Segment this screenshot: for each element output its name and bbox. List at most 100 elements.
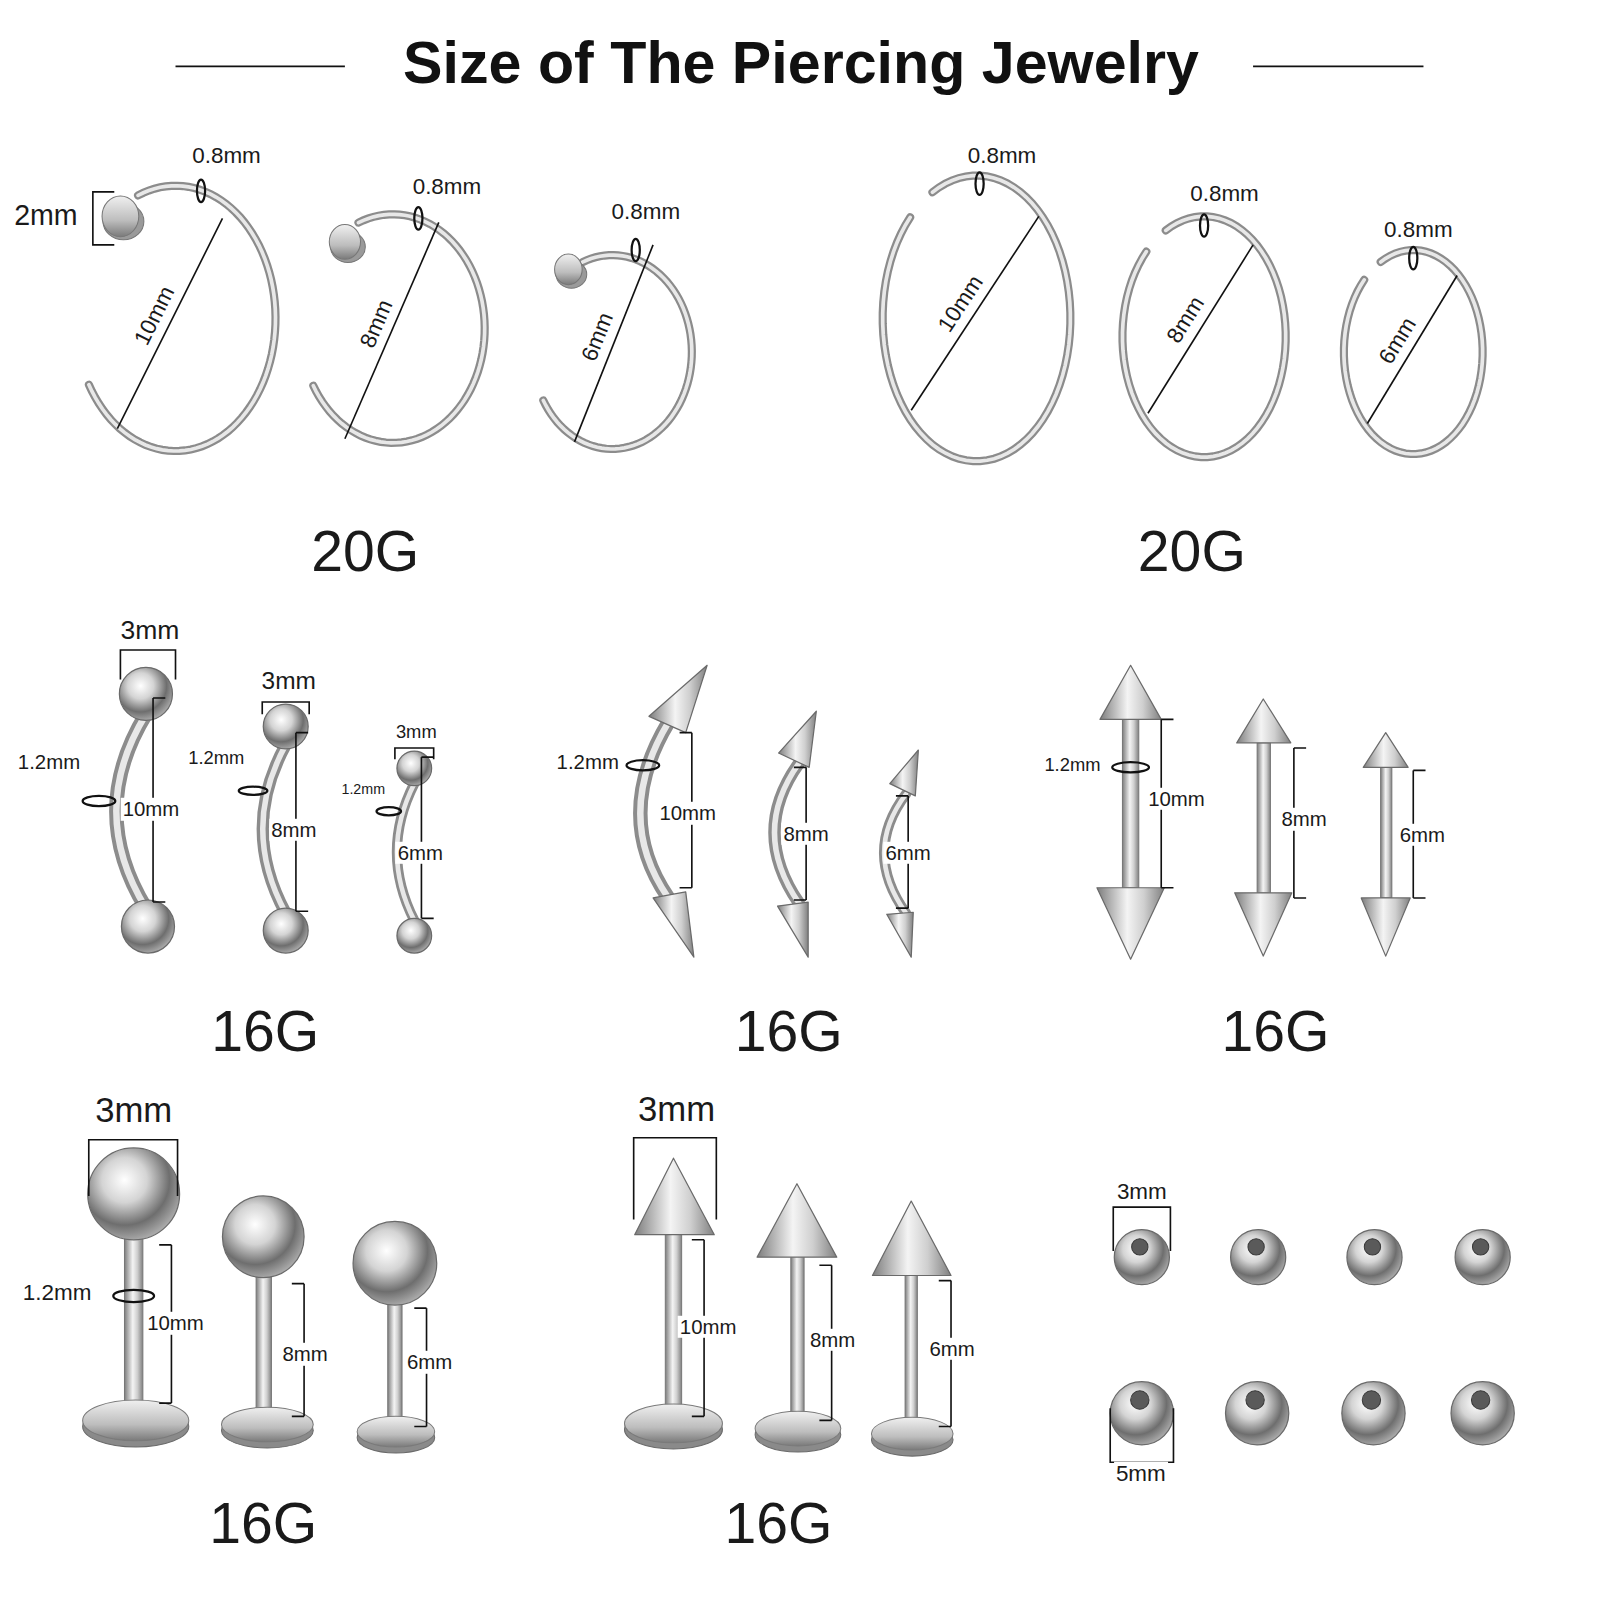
gauge-label: 16G	[1220, 999, 1332, 1062]
title-rule	[176, 66, 345, 68]
dimension-label: 8mm	[280, 1343, 329, 1365]
diameter-line	[574, 245, 653, 442]
labret-disc-top	[357, 1416, 435, 1447]
dimension-label: 8mm	[808, 1329, 857, 1351]
dimension-label: 10mm	[121, 798, 182, 820]
wire-outline	[883, 176, 1071, 462]
dimension-label: 3mm	[636, 1090, 717, 1128]
thread-hole	[1362, 1391, 1380, 1409]
size-bracket	[395, 748, 434, 759]
gauge-label: 16G	[207, 1492, 319, 1555]
straight-bar	[256, 1270, 271, 1420]
gauge-label: 20G	[309, 520, 421, 583]
gauge-label: 16G	[723, 1492, 835, 1555]
dimension-label: 1.2mm	[555, 751, 621, 773]
spike-end	[649, 665, 707, 732]
thread-hole	[1132, 1239, 1148, 1255]
dimension-label: 5mm	[1114, 1462, 1168, 1487]
stud-face	[555, 254, 583, 285]
wire-highlight	[1123, 216, 1286, 457]
labret-disc-top	[83, 1400, 189, 1441]
thread-hole	[1131, 1391, 1149, 1409]
dimension-label: 8mm	[354, 295, 398, 354]
wire-outline	[1123, 216, 1286, 457]
dimension-label: 0.8mm	[966, 144, 1039, 169]
size-bracket	[1110, 1408, 1173, 1462]
dimension-label: 3mm	[260, 667, 318, 694]
ball-end	[222, 1196, 304, 1278]
dimension-label: 10mm	[1146, 788, 1207, 810]
dimension-label: 8mm	[269, 818, 318, 840]
gauge-marker	[1112, 762, 1149, 772]
dimension-label: 1.2mm	[16, 751, 82, 773]
spike-end	[890, 750, 919, 796]
gauge-marker	[414, 207, 422, 229]
dimension-label: 3mm	[93, 1091, 174, 1129]
straight-bar	[791, 1253, 804, 1424]
diameter-line	[911, 216, 1039, 410]
dimension-line	[421, 757, 423, 918]
dimension-label: 1.2mm	[186, 748, 246, 768]
dimension-label: 1.2mm	[21, 1281, 94, 1306]
ball-end	[353, 1221, 437, 1305]
thread-hole	[1248, 1239, 1264, 1255]
wire-outline	[313, 214, 484, 443]
spike-end	[887, 912, 914, 957]
dimension-label: 8mm	[1279, 808, 1328, 830]
dimension-label: 3mm	[394, 722, 439, 742]
gauge-marker	[627, 760, 660, 770]
straight-bar	[905, 1273, 917, 1428]
wire-highlight	[313, 214, 484, 443]
labret-disc-top	[755, 1411, 841, 1446]
ball-end	[1342, 1382, 1405, 1445]
gauge-marker	[197, 180, 205, 202]
straight-bar	[1381, 767, 1392, 898]
spike-end	[1100, 665, 1161, 719]
wire-outline	[89, 186, 276, 451]
size-bracket	[120, 650, 175, 680]
dimension-label: 0.8mm	[610, 200, 683, 225]
dimension-label: 1.2mm	[1042, 755, 1102, 775]
stud-face	[329, 224, 360, 259]
spike-end	[757, 1184, 837, 1257]
gauge-marker	[1409, 247, 1417, 269]
dimension-label: 3mm	[119, 616, 182, 645]
ball-end	[397, 918, 432, 953]
diameter-line	[117, 218, 222, 428]
gauge-marker	[1200, 214, 1208, 236]
ball-end	[1231, 1230, 1286, 1285]
spike-end	[1363, 733, 1408, 768]
labret-disc-top	[871, 1417, 953, 1450]
gauge-label: 16G	[733, 999, 845, 1062]
dimension-label: 6mm	[1398, 823, 1447, 845]
diameter-line	[345, 222, 439, 438]
straight-bar	[124, 1230, 142, 1417]
diameter-line	[1367, 276, 1457, 424]
ball-end	[119, 667, 172, 720]
spike-end	[1235, 893, 1292, 956]
spike-end	[1237, 699, 1291, 743]
dimension-tick	[421, 757, 433, 918]
labret-disc-top	[624, 1404, 722, 1443]
dimension-label: 10mm	[145, 1312, 206, 1334]
size-bracket	[634, 1138, 717, 1220]
size-bracket	[89, 1140, 178, 1196]
ball-end	[1226, 1382, 1289, 1445]
diameter-line	[1148, 245, 1253, 413]
wire-outline	[1344, 250, 1483, 454]
wire-highlight	[1344, 250, 1483, 454]
size-bracket	[1113, 1207, 1170, 1251]
gauge-marker	[976, 172, 984, 194]
spike-end	[778, 902, 809, 957]
ball-end	[397, 751, 432, 786]
ball-end	[121, 900, 174, 953]
wire-highlight	[883, 176, 1071, 462]
straight-bar	[388, 1298, 402, 1427]
spike-end	[653, 892, 694, 957]
gauge-marker	[632, 239, 640, 261]
gauge-label: 16G	[209, 999, 321, 1062]
spike-end	[635, 1158, 715, 1235]
ball-end	[1114, 1230, 1169, 1285]
